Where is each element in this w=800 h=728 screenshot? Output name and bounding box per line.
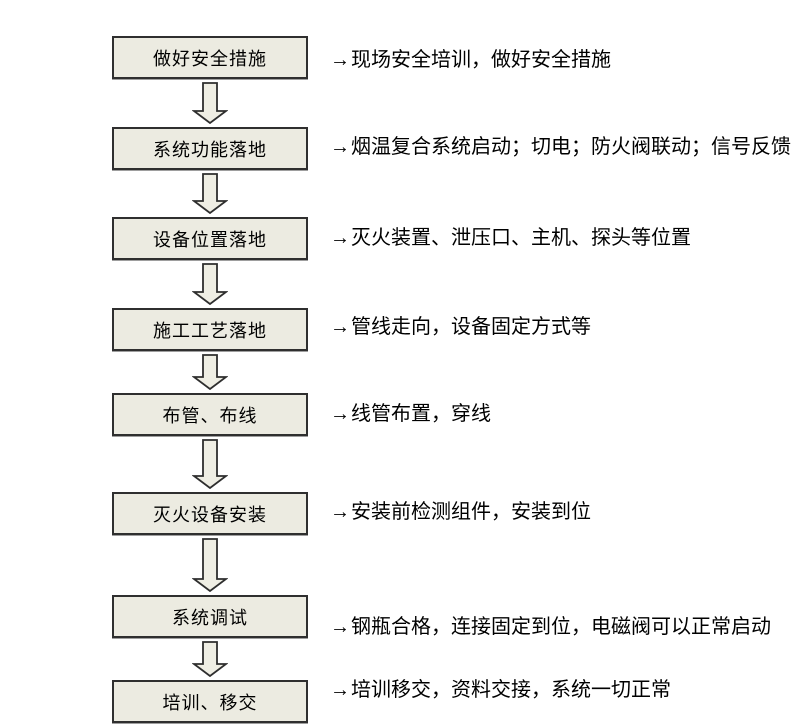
flow-step-note: →线管布置，穿线 xyxy=(330,401,491,427)
flow-step-note: →灭火装置、泄压口、主机、探头等位置 xyxy=(330,225,691,251)
right-arrow-icon: → xyxy=(330,316,350,338)
flow-step-box: 布管、布线 xyxy=(112,393,308,436)
right-arrow-icon: → xyxy=(330,49,350,71)
down-arrow-icon xyxy=(192,439,228,489)
flow-step-note-text: 钢瓶合格，连接固定到位，电磁阀可以正常启动 xyxy=(351,616,771,638)
flow-step-note-text: 线管布置，穿线 xyxy=(351,403,491,425)
flow-step-note-text: 管线走向，设备固定方式等 xyxy=(351,316,591,338)
flow-step-label: 培训、移交 xyxy=(162,692,258,713)
down-arrow-icon xyxy=(192,263,228,305)
flow-step-note: →钢瓶合格，连接固定到位，电磁阀可以正常启动 xyxy=(330,614,771,640)
flow-step-box: 培训、移交 xyxy=(112,680,308,723)
flow-step-note-text: 灭火装置、泄压口、主机、探头等位置 xyxy=(351,227,691,249)
flow-step-label: 系统功能落地 xyxy=(153,139,267,160)
flow-step-label: 做好安全措施 xyxy=(153,48,267,69)
right-arrow-icon: → xyxy=(330,403,350,425)
flow-step-box: 灭火设备安装 xyxy=(112,492,308,535)
flow-step-note-text: 安装前检测组件，安装到位 xyxy=(351,501,591,523)
right-arrow-icon: → xyxy=(330,136,350,158)
flow-step-note: →烟温复合系统启动；切电；防火阀联动；信号反馈 xyxy=(330,134,791,160)
down-arrow-icon xyxy=(192,173,228,214)
down-arrow-icon xyxy=(192,538,228,592)
right-arrow-icon: → xyxy=(330,616,350,638)
right-arrow-icon: → xyxy=(330,227,350,249)
flow-step-note: →现场安全培训，做好安全措施 xyxy=(330,47,611,73)
flow-step-note: →培训移交，资料交接，系统一切正常 xyxy=(330,677,671,703)
flow-step-note: →管线走向，设备固定方式等 xyxy=(330,314,591,340)
right-arrow-icon: → xyxy=(330,501,350,523)
right-arrow-icon: → xyxy=(330,679,350,701)
flow-step-box: 设备位置落地 xyxy=(112,217,308,260)
flow-step-box: 施工工艺落地 xyxy=(112,308,308,351)
flow-step-note: →安装前检测组件，安装到位 xyxy=(330,499,591,525)
down-arrow-icon xyxy=(192,354,228,390)
flow-step-note-text: 现场安全培训，做好安全措施 xyxy=(351,49,611,71)
down-arrow-icon xyxy=(192,641,228,677)
flow-step-box: 系统功能落地 xyxy=(112,127,308,170)
flow-step-box: 做好安全措施 xyxy=(112,36,308,79)
flow-step-box: 系统调试 xyxy=(112,595,308,638)
flow-step-note-text: 烟温复合系统启动；切电；防火阀联动；信号反馈 xyxy=(351,136,791,158)
flow-step-note-text: 培训移交，资料交接，系统一切正常 xyxy=(351,679,671,701)
flow-step-label: 系统调试 xyxy=(172,607,248,628)
flow-step-label: 布管、布线 xyxy=(162,405,258,426)
down-arrow-icon xyxy=(192,82,228,124)
flow-step-label: 设备位置落地 xyxy=(153,229,267,250)
flow-step-label: 施工工艺落地 xyxy=(153,320,267,341)
flow-step-label: 灭火设备安装 xyxy=(153,504,267,525)
